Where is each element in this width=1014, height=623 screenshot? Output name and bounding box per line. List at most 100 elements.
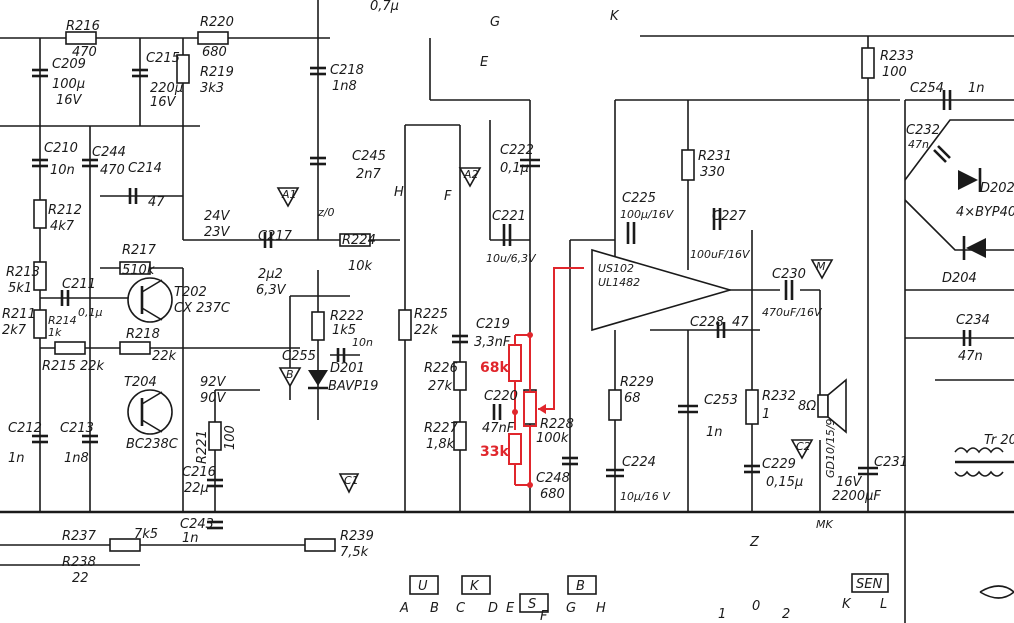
testpoint-b: B — [286, 368, 294, 381]
value-c229: 0,15μ — [766, 475, 803, 490]
value-c213: 1n8 — [64, 451, 89, 466]
modification-labels: 68k 33k — [480, 360, 509, 460]
pin-a: A — [399, 601, 409, 616]
label-c231: C231 — [874, 455, 908, 470]
value-r212: 4k7 — [50, 219, 75, 234]
switch-k: K — [610, 9, 620, 24]
label-r222: R222 — [330, 309, 364, 324]
voltage-c217: 6,3V — [256, 283, 287, 298]
value-r214: 1k — [48, 326, 62, 339]
voltage-90v: 90V — [200, 391, 227, 406]
label-c212: C212 — [8, 421, 42, 436]
value-r239: 7,5k — [340, 545, 369, 560]
value-r229: 68 — [624, 391, 641, 406]
transistor-t202 — [127, 277, 173, 323]
value-r220: 680 — [202, 45, 227, 60]
voltage-c215: 16V — [150, 95, 177, 110]
value-c243: 1n — [182, 531, 199, 546]
label-c224: C224 — [622, 455, 656, 470]
value-r231: 330 — [700, 165, 725, 180]
pin-h: H — [596, 601, 606, 616]
transformer-icon — [954, 447, 1004, 454]
label-c209: C209 — [52, 57, 86, 72]
label-c213: C213 — [60, 421, 94, 436]
value-c210: 10n — [50, 163, 75, 178]
value-c245: 2n7 — [356, 167, 382, 182]
value-c219: 3,3nF — [474, 335, 511, 350]
label-t204: T204 — [124, 375, 157, 390]
label-r224: R224 — [342, 233, 376, 248]
diode-d202 — [958, 170, 978, 190]
value-c216: 22μ — [184, 481, 209, 496]
value-r224: 10k — [348, 259, 373, 274]
label-c220: C220 — [484, 389, 518, 404]
value-c234: 47n — [958, 349, 983, 364]
switch-g: G — [490, 15, 500, 30]
switch-h: H — [394, 185, 404, 200]
wiper-arrow-icon — [538, 404, 546, 414]
label-c215: C215 — [146, 51, 180, 66]
label-z2: 2 — [782, 607, 790, 622]
label-r218: R218 — [126, 327, 160, 342]
sen-k: K — [842, 597, 852, 612]
label-r216: R216 — [66, 19, 100, 34]
value-d201: BAVP19 — [328, 379, 378, 394]
value-c230: 470uF/16V — [762, 306, 823, 319]
value-r232: 1 — [762, 407, 770, 422]
label-c217: C217 — [258, 229, 293, 244]
value-c227: 100uF/16V — [690, 248, 751, 261]
testpoint-m: M — [816, 260, 826, 273]
switch-f: F — [444, 189, 452, 204]
label-c243: C243 — [180, 517, 214, 532]
label-c210: C210 — [44, 141, 78, 156]
label-t202: T202 — [174, 285, 207, 300]
voltage-c209: 16V — [56, 93, 83, 108]
label-r219: R219 — [200, 65, 234, 80]
connector-s: S — [528, 597, 536, 612]
label-c216: C216 — [182, 465, 216, 480]
connector-u: U — [418, 579, 428, 594]
value-r238: 22 — [72, 571, 89, 586]
label-r231: R231 — [698, 149, 732, 164]
label-c218: C218 — [330, 63, 364, 78]
label-c244: C244 — [92, 145, 126, 160]
label-r212: R212 — [48, 203, 82, 218]
label-c211: C211 — [62, 277, 96, 292]
label-r215: R215 22k — [42, 359, 105, 374]
switch-z0: z/0 — [317, 206, 334, 219]
value-r226: 27k — [428, 379, 453, 394]
value-r227: 1,8k — [426, 437, 455, 452]
value-c253: 1n — [706, 425, 723, 440]
label-c245: C245 — [352, 149, 386, 164]
label-c254: C254 — [910, 81, 944, 96]
value-c248: 680 — [540, 487, 565, 502]
value-c254: 1n — [968, 81, 985, 96]
label-c221: C221 — [492, 209, 526, 224]
value-r219: 3k3 — [200, 81, 224, 96]
value-r233: 100 — [882, 65, 907, 80]
value-c218: 1n8 — [332, 79, 357, 94]
value-c212: 1n — [8, 451, 25, 466]
label-r221: R221 — [195, 430, 210, 464]
testpoint-a1: A1 — [281, 188, 297, 201]
label-c227: C227 — [712, 209, 747, 224]
label-r213: R213 — [6, 265, 40, 280]
value-c214: 47 — [148, 195, 165, 210]
voltage-92v: 92V — [200, 375, 227, 390]
label-mk: MK — [816, 518, 833, 531]
voltage-24v: 24V — [204, 209, 231, 224]
speaker-icon — [817, 394, 829, 418]
label-sen: SEN — [856, 577, 882, 592]
plug-icon — [979, 585, 1014, 599]
testpoint-c1: C1 — [344, 474, 359, 487]
modification-overlay — [508, 267, 584, 488]
value-r225: 22k — [414, 323, 439, 338]
value-r216: 470 — [72, 45, 97, 60]
active-components — [127, 119, 1014, 477]
value-c244: 470 — [100, 163, 125, 178]
pin-f: F — [540, 609, 548, 623]
label-r214: R214 — [48, 314, 77, 327]
label-c234: C234 — [956, 313, 990, 328]
